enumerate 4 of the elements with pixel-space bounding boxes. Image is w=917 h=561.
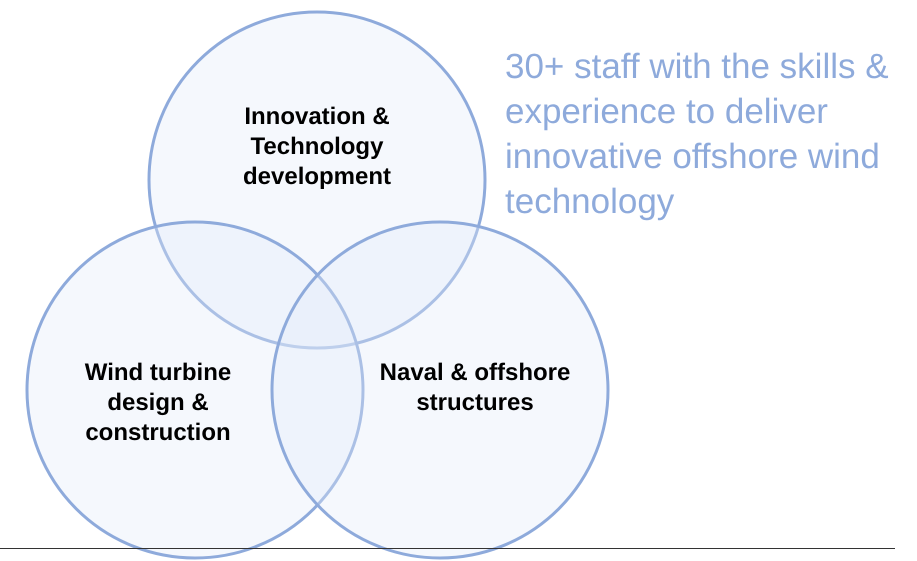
circle-label: Innovation & Technology development	[242, 102, 392, 192]
tagline-text: 30+ staff with the skills & experience to deliver innovative offshore wind technology	[505, 46, 890, 223]
circle-label: Naval & offshore structures	[378, 358, 572, 418]
circle-label: Wind turbine design & construction	[84, 358, 232, 448]
